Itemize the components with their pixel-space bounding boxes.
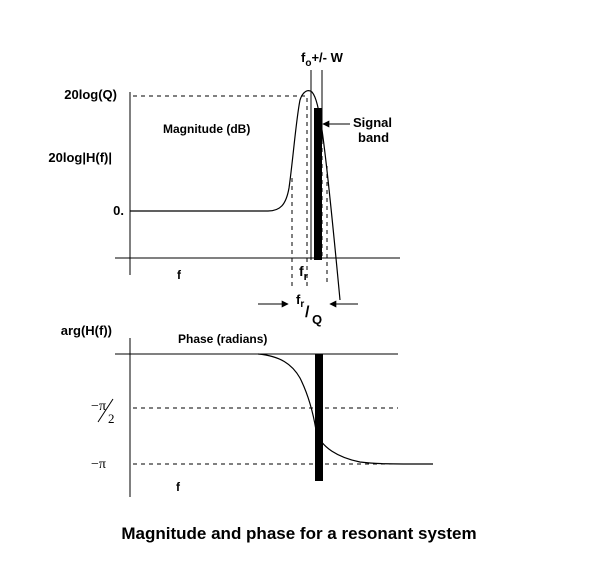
phase-curve — [257, 353, 434, 465]
signal-band-label-line1: Signal — [353, 115, 392, 130]
svg-text:/: / — [305, 304, 310, 321]
figure-caption: Magnitude and phase for a resonant syste… — [121, 524, 477, 543]
svg-text:fr: fr — [296, 292, 304, 310]
svg-text:2: 2 — [108, 411, 115, 426]
phase-title: Phase (radians) — [178, 332, 267, 346]
bandwidth-label: fr / Q — [296, 292, 322, 327]
svg-text:−: − — [91, 399, 99, 414]
magnitude-x-label: f — [177, 268, 182, 282]
fo-bandwidth-label: fo+/- W — [301, 50, 344, 69]
signal-band-label-line2: band — [358, 130, 389, 145]
phase-signal-band-bar — [315, 354, 323, 481]
center-frequency-label: fr — [299, 263, 309, 283]
magnitude-title: Magnitude (dB) — [163, 122, 250, 136]
svg-text:π: π — [99, 399, 106, 414]
phase-y-axis-label: arg(H(f)) — [61, 323, 112, 338]
magnitude-panel: 20log(Q) 20log|H(f)| 0. Magnitude (dB) f… — [48, 50, 400, 327]
magnitude-y-axis-label: 20log|H(f)| — [48, 150, 112, 165]
magnitude-curve — [130, 90, 341, 301]
signal-band-bar — [314, 108, 322, 260]
neg-half-pi-label: − π 2 — [91, 398, 115, 426]
phase-x-label: f — [176, 480, 181, 494]
phase-panel: arg(H(f)) Phase (radians) f − π 2 −π — [61, 323, 434, 497]
zero-level-label: 0. — [113, 203, 124, 218]
svg-text:Q: Q — [312, 312, 322, 327]
q-level-label: 20log(Q) — [64, 87, 117, 102]
neg-pi-label: −π — [91, 457, 106, 472]
